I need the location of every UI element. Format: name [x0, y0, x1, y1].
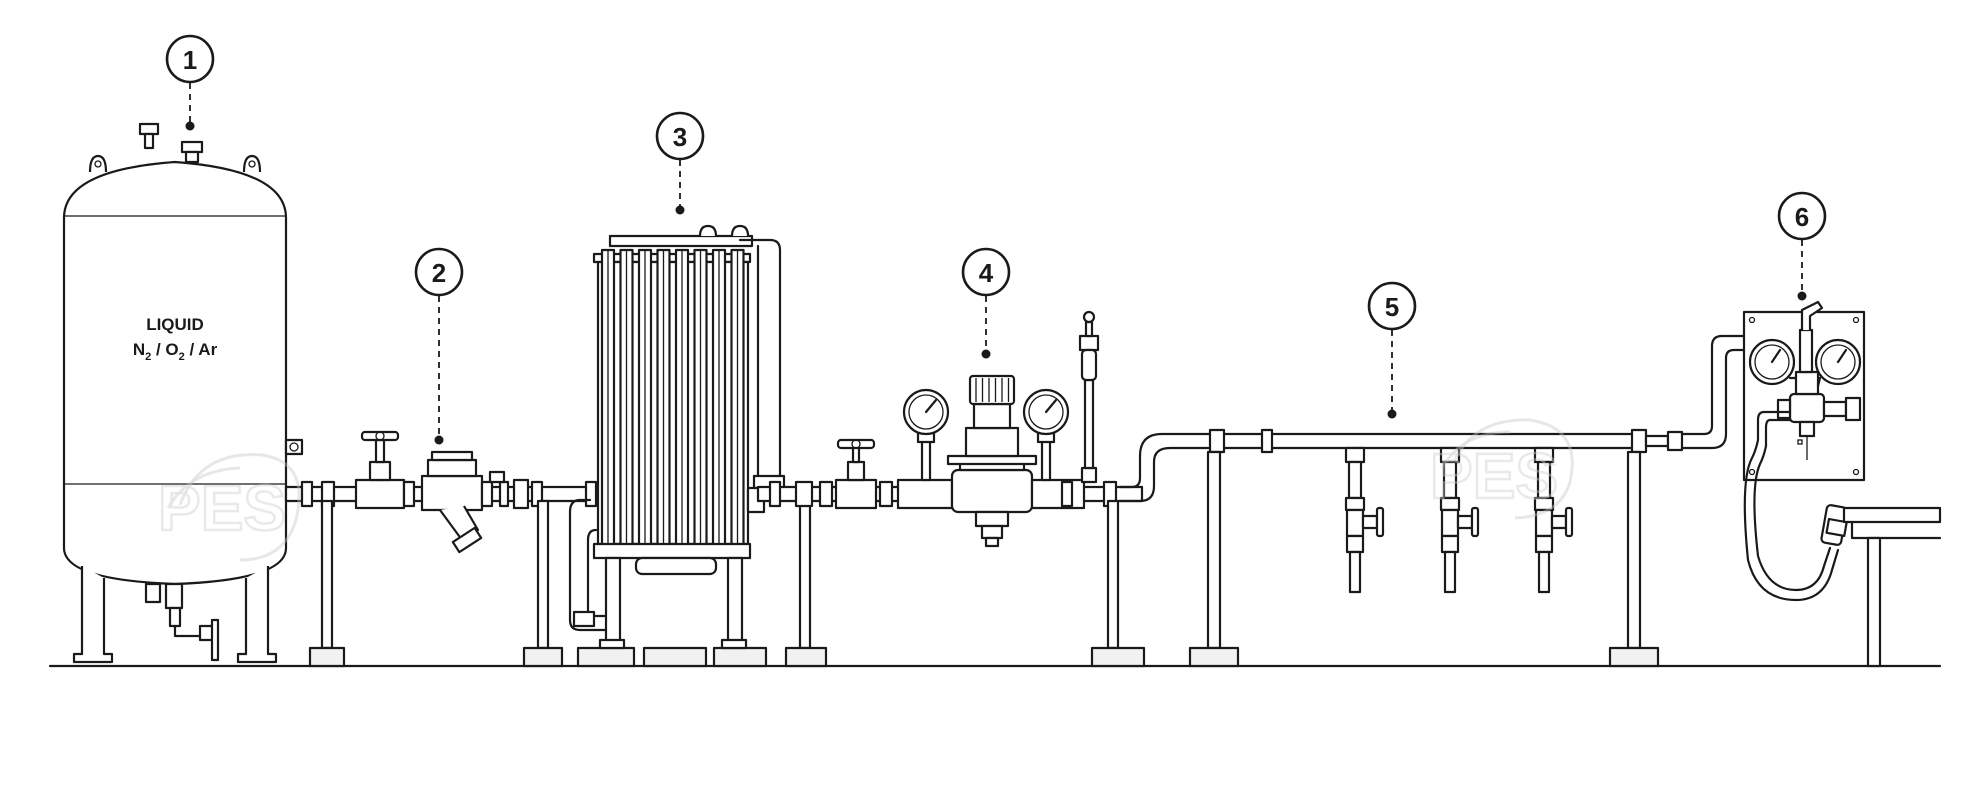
callout-number: 5 [1385, 292, 1399, 322]
point-of-use-regulator-panel [1742, 300, 1942, 668]
watermark-left: PES [157, 453, 301, 562]
callout-circle [414, 247, 464, 297]
callout-dot [981, 349, 991, 359]
svg-text:PES: PES [1430, 440, 1558, 512]
callout-layer: 1 2 3 4 5 6 [165, 34, 1827, 445]
tank-label-gases: N2 / O2 / Ar [133, 340, 218, 363]
callout-circle [165, 34, 215, 84]
callout-number: 2 [432, 258, 446, 288]
distribution-manifold [1118, 334, 1750, 668]
callout-number: 6 [1795, 202, 1809, 232]
manifold-drop-valve [1344, 446, 1385, 594]
manifold-drop-valve [1439, 446, 1480, 594]
tank-label-liquid: LIQUID [146, 315, 204, 334]
callout-number: 4 [979, 258, 994, 288]
manifold-drop-valve [1533, 446, 1574, 594]
callout-4: 4 [961, 247, 1011, 359]
liquid-storage-tank [62, 122, 304, 664]
callout-circle [1367, 281, 1417, 331]
callout-number: 1 [183, 45, 197, 75]
callout-3: 3 [655, 111, 705, 215]
callout-1: 1 [165, 34, 215, 131]
callout-circle [1777, 191, 1827, 241]
callout-5: 5 [1367, 281, 1417, 419]
callout-dot [434, 435, 444, 445]
callout-circle [961, 247, 1011, 297]
callout-dot [1387, 409, 1397, 419]
callout-6: 6 [1777, 191, 1827, 301]
callout-number: 3 [673, 122, 687, 152]
ambient-vaporizer [568, 224, 786, 668]
callout-dot [185, 121, 195, 131]
callout-2: 2 [414, 247, 464, 445]
callout-circle [655, 111, 705, 161]
outlet-valve-and-strainer [284, 430, 598, 668]
svg-text:PES: PES [158, 472, 286, 544]
callout-dot [1797, 291, 1807, 301]
pressure-regulator-station [756, 310, 1146, 668]
watermark-right: PES [1429, 418, 1574, 520]
callout-dot [675, 205, 685, 215]
